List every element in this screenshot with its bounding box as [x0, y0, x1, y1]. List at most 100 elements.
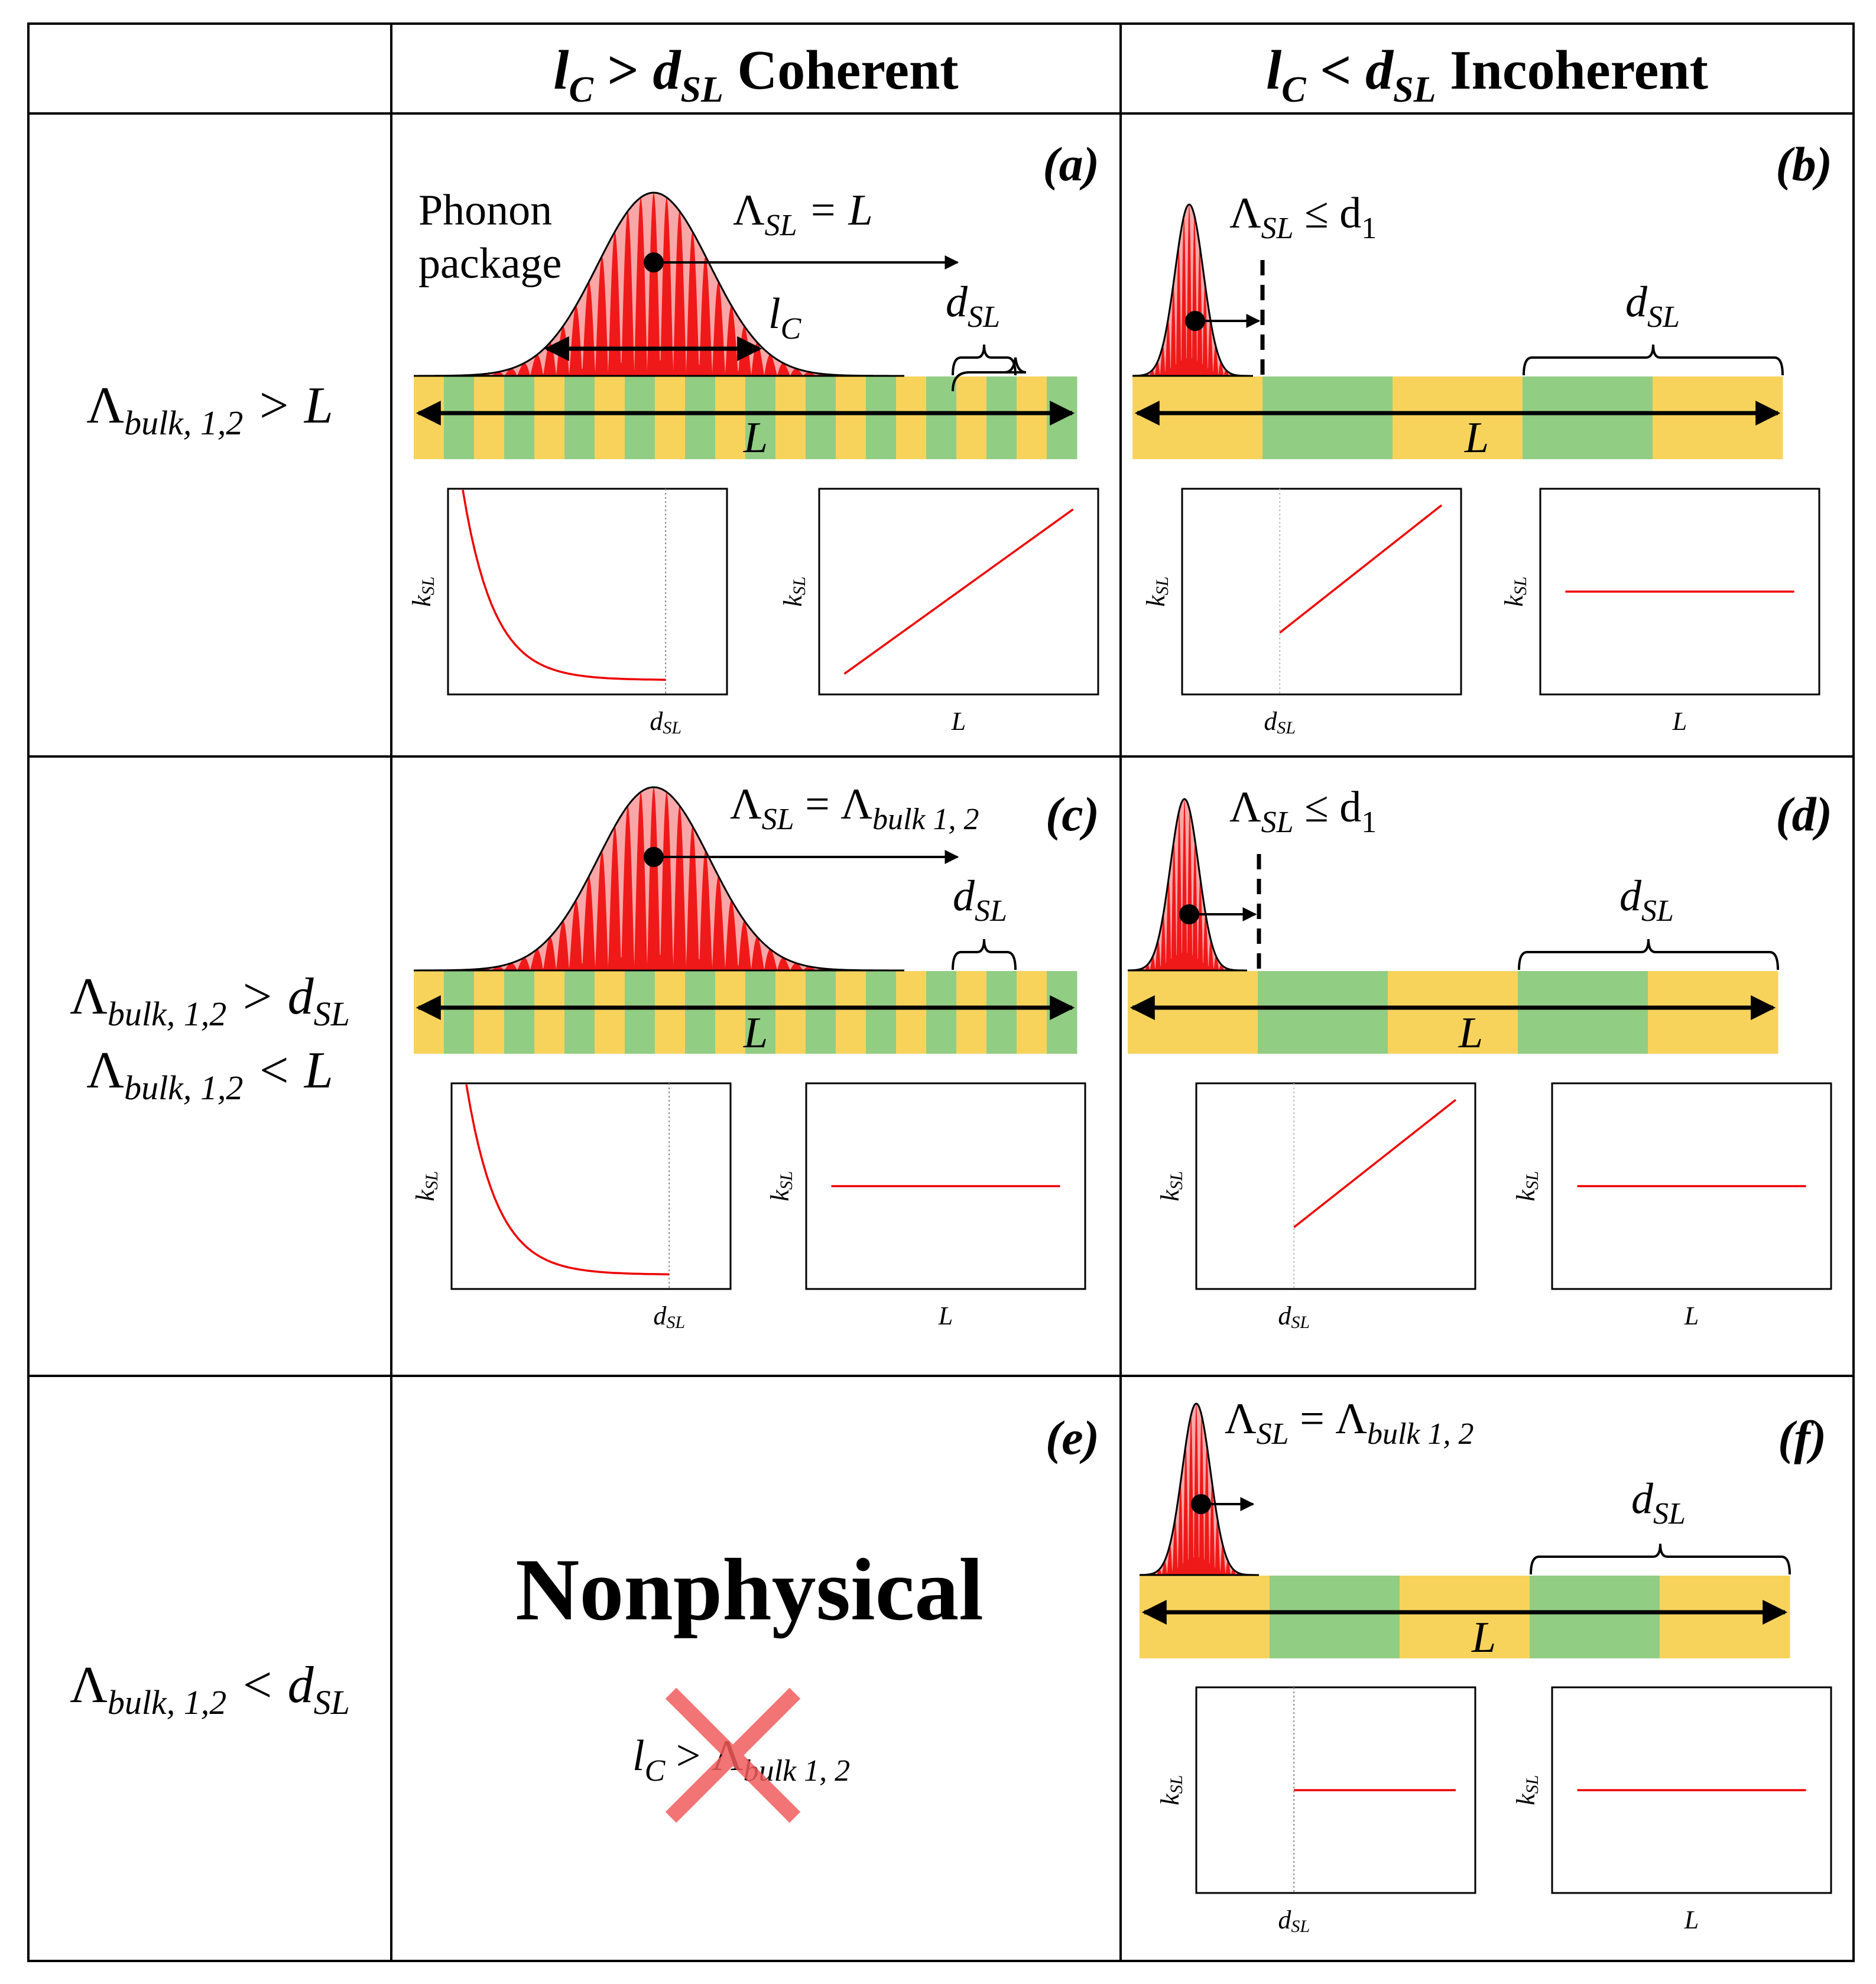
- phonon-packet-d: [1128, 798, 1247, 972]
- length-label-d: L: [1458, 1009, 1483, 1057]
- row-label-1: Λbulk, 1,2 > L: [86, 377, 333, 442]
- row-label-2b: Λbulk, 1,2 < L: [86, 1042, 333, 1107]
- period-brace: [952, 344, 1017, 376]
- period-brace: [952, 939, 1017, 970]
- bar-stripe: [595, 376, 625, 459]
- row-label-2a: Λbulk, 1,2 > dSL: [70, 968, 350, 1033]
- phonon-packet-f: [1140, 1402, 1259, 1576]
- bar-stripe: [595, 971, 625, 1054]
- superlattice-bar-d: [1128, 939, 1779, 1054]
- bar-stripe: [715, 971, 746, 1054]
- period-brace-a: [952, 357, 1027, 392]
- bar-stripe: [444, 376, 475, 459]
- plot-frame: [450, 1082, 732, 1290]
- bar-stripe: [896, 971, 927, 1054]
- kSL-curve: [843, 508, 1074, 675]
- packet-envelope-line: [414, 786, 904, 972]
- bar-stripe: [836, 971, 866, 1054]
- bar-stripe: [444, 971, 475, 1054]
- phonon-label-line1: Phonon: [418, 186, 552, 235]
- period-brace: [1523, 344, 1784, 376]
- period-label-f: dSL: [1631, 1475, 1686, 1531]
- plot-ylabel: kSL: [778, 576, 809, 606]
- panel-e: (e) Nonphysical lC > Λbulk 1, 2: [515, 1411, 1099, 1823]
- panel-label-a: (a): [1043, 137, 1099, 191]
- bar-stripe: [655, 971, 686, 1054]
- panel-label-e: (e): [1046, 1411, 1099, 1465]
- bar-stripe: [504, 971, 535, 1054]
- kSL-curve: [465, 1084, 670, 1275]
- bar-stripe: [775, 376, 806, 459]
- mfp-label-c: ΛSL = Λbulk 1, 2: [730, 780, 979, 836]
- packet-envelope-line: [1132, 203, 1253, 377]
- length-label-a: L: [743, 414, 768, 462]
- packet-envelope-fill: [1128, 799, 1247, 970]
- bar-stripe: [836, 376, 866, 459]
- superlattice-bar-c: [414, 939, 1077, 1054]
- packet-envelope-fill: [414, 787, 904, 970]
- plot-ylabel: kSL: [1156, 1171, 1186, 1201]
- bar-stripe: [685, 376, 716, 459]
- packet-envelope-fill: [1140, 1404, 1259, 1575]
- mfp-label-b: ΛSL ≤ d1: [1229, 189, 1377, 245]
- plot-xlabel: L: [938, 1301, 953, 1330]
- bar-stripe: [564, 971, 595, 1054]
- period-label-b: dSL: [1625, 278, 1680, 334]
- plot-ylabel: kSL: [1499, 576, 1530, 606]
- plot-ylabel: kSL: [407, 576, 438, 606]
- bar-stripe: [1262, 376, 1393, 459]
- bar-stripe: [1047, 376, 1077, 459]
- plot-xlabel: L: [1672, 707, 1687, 736]
- bar-stripe: [1653, 376, 1783, 459]
- bar-stripe: [1388, 971, 1518, 1054]
- bar-stripe: [474, 376, 505, 459]
- bar-stripe: [564, 376, 595, 459]
- bar-stripe: [1017, 971, 1047, 1054]
- mfp-label-f: ΛSL = Λbulk 1, 2: [1225, 1395, 1474, 1451]
- period-brace: [1518, 939, 1779, 970]
- bar-stripe: [625, 376, 655, 459]
- bar-stripe: [1258, 971, 1388, 1054]
- superlattice-bar-a: [414, 344, 1077, 459]
- bar-stripe: [896, 376, 927, 459]
- coherence-length-label: lC: [768, 290, 802, 346]
- bar-stripe: [986, 376, 1017, 459]
- panel-a: (a) Phonon package ΛSL = L lC dSL L kSLd…: [407, 137, 1099, 738]
- length-label-b: L: [1464, 414, 1489, 462]
- bar-stripe: [806, 376, 836, 459]
- header-coherent: lC > dSL Coherent: [553, 40, 958, 110]
- bar-stripe: [986, 971, 1017, 1054]
- packet-oscillation: [1132, 204, 1253, 376]
- bar-stripe: [1270, 1576, 1400, 1658]
- phonon-packet-b: [1132, 203, 1253, 377]
- bar-stripe: [1393, 376, 1523, 459]
- plot-xlabel: dSL: [653, 1301, 685, 1332]
- plot-frame: [447, 488, 728, 696]
- bar-stripe: [1648, 971, 1778, 1054]
- superlattice-bar-b: [1132, 344, 1784, 459]
- bar-stripe: [1530, 1576, 1660, 1658]
- phonon-packet-c: [414, 786, 904, 972]
- plot-frame: [1181, 488, 1462, 696]
- panel-label-f: (f): [1778, 1411, 1826, 1465]
- bar-stripe: [414, 376, 444, 459]
- plot-frame: [1195, 1082, 1476, 1290]
- bar-stripe: [1518, 971, 1648, 1054]
- kSL-curve: [1293, 1099, 1457, 1228]
- plot-xlabel: dSL: [1278, 1905, 1310, 1936]
- superlattice-bar-f: [1140, 1543, 1791, 1658]
- bar-stripe: [1132, 376, 1263, 459]
- phonon-label-line2: package: [418, 239, 561, 288]
- bar-stripe: [1140, 1576, 1270, 1658]
- mfp-label-a: ΛSL = L: [733, 186, 873, 242]
- row-label-3: Λbulk, 1,2 < dSL: [70, 1657, 350, 1722]
